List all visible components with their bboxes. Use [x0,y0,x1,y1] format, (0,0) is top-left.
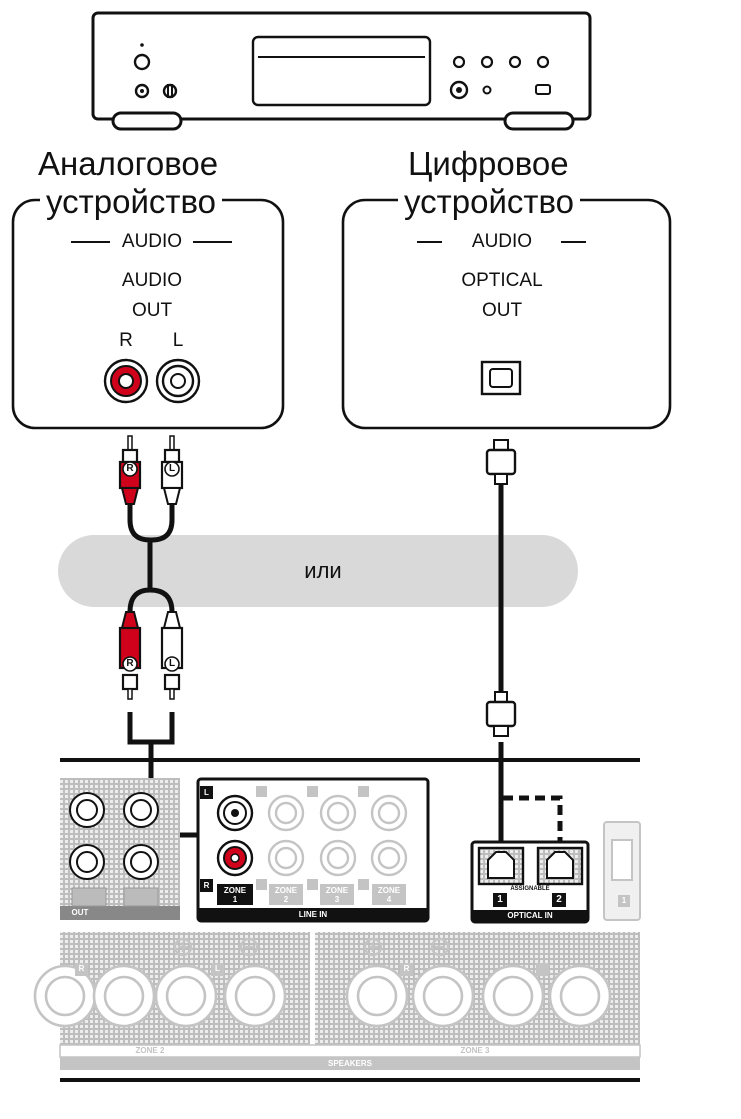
digital-out-line1: OPTICAL [461,270,543,291]
plug-l-bottom-label: L [168,658,176,669]
digital-section-label: AUDIO [471,231,533,252]
zone4-label: ZONE [377,886,401,895]
rca-jack-r [103,358,149,404]
zone2-num: 2 [283,895,289,904]
optical-in-2-num: 2 [556,894,562,905]
rca-plug-l-bottom [160,611,184,700]
zone3-num: 3 [334,895,340,904]
zone1-num: 1 [232,895,238,904]
line-in-zone1-r [216,839,254,877]
zone1-label: ZONE [223,886,247,895]
speaker-l-badge: L [215,964,220,973]
or-label: или [304,558,342,583]
plug-r-top-label: R [126,463,134,474]
or-band [58,535,578,607]
side-port-num: 1 [621,896,627,905]
optical-in-1 [477,846,525,886]
zone2-speakers-label: ZONE 2 [135,1046,165,1055]
rca-jack-l [155,358,201,404]
receiver-panel [33,758,641,1082]
speaker-r-badge: R [403,964,410,973]
source-device [91,11,592,131]
plug-l-top-label: L [168,463,176,474]
analog-r-label: R [119,330,133,351]
digital-title-line2: устройство [398,183,581,221]
speakers-label: SPEAKERS [327,1059,372,1068]
analog-l-label: L [172,330,184,351]
zone2-label: ZONE [274,886,298,895]
line-in-zone1-l [216,794,254,832]
line-in-label: LINE IN [298,910,328,919]
analog-title-line1: Аналоговое [38,145,219,183]
assignable-label: ASSIGNABLE [510,886,550,892]
optical-in-label: OPTICAL IN [507,911,553,920]
digital-out-line2: OUT [481,300,523,321]
rca-plug-l-top [160,435,184,505]
zone3-label: ZONE [325,886,349,895]
zone3-speakers-label: ZONE 3 [460,1046,490,1055]
optical-in-1-num: 1 [497,894,503,905]
digital-title-line1: Цифровое [408,145,569,183]
plug-r-bottom-label: R [126,658,134,669]
zone4-num: 4 [386,895,392,904]
analog-section-label: AUDIO [121,231,183,252]
optical-cable [485,439,563,865]
optical-jack [480,360,522,396]
analog-title-line2: устройство [40,183,223,221]
line-in-r-badge: R [203,881,210,890]
analog-out-line1: AUDIO [121,270,183,291]
rca-cable [118,435,230,858]
out-label: OUT [71,908,89,917]
line-in-l-badge: L [204,788,209,797]
analog-out-line2: OUT [131,300,173,321]
rca-plug-r-bottom [118,611,142,700]
rca-plug-r-top [118,435,142,505]
speaker-r-badge-left: R [78,964,85,973]
optical-in-2 [536,846,584,886]
